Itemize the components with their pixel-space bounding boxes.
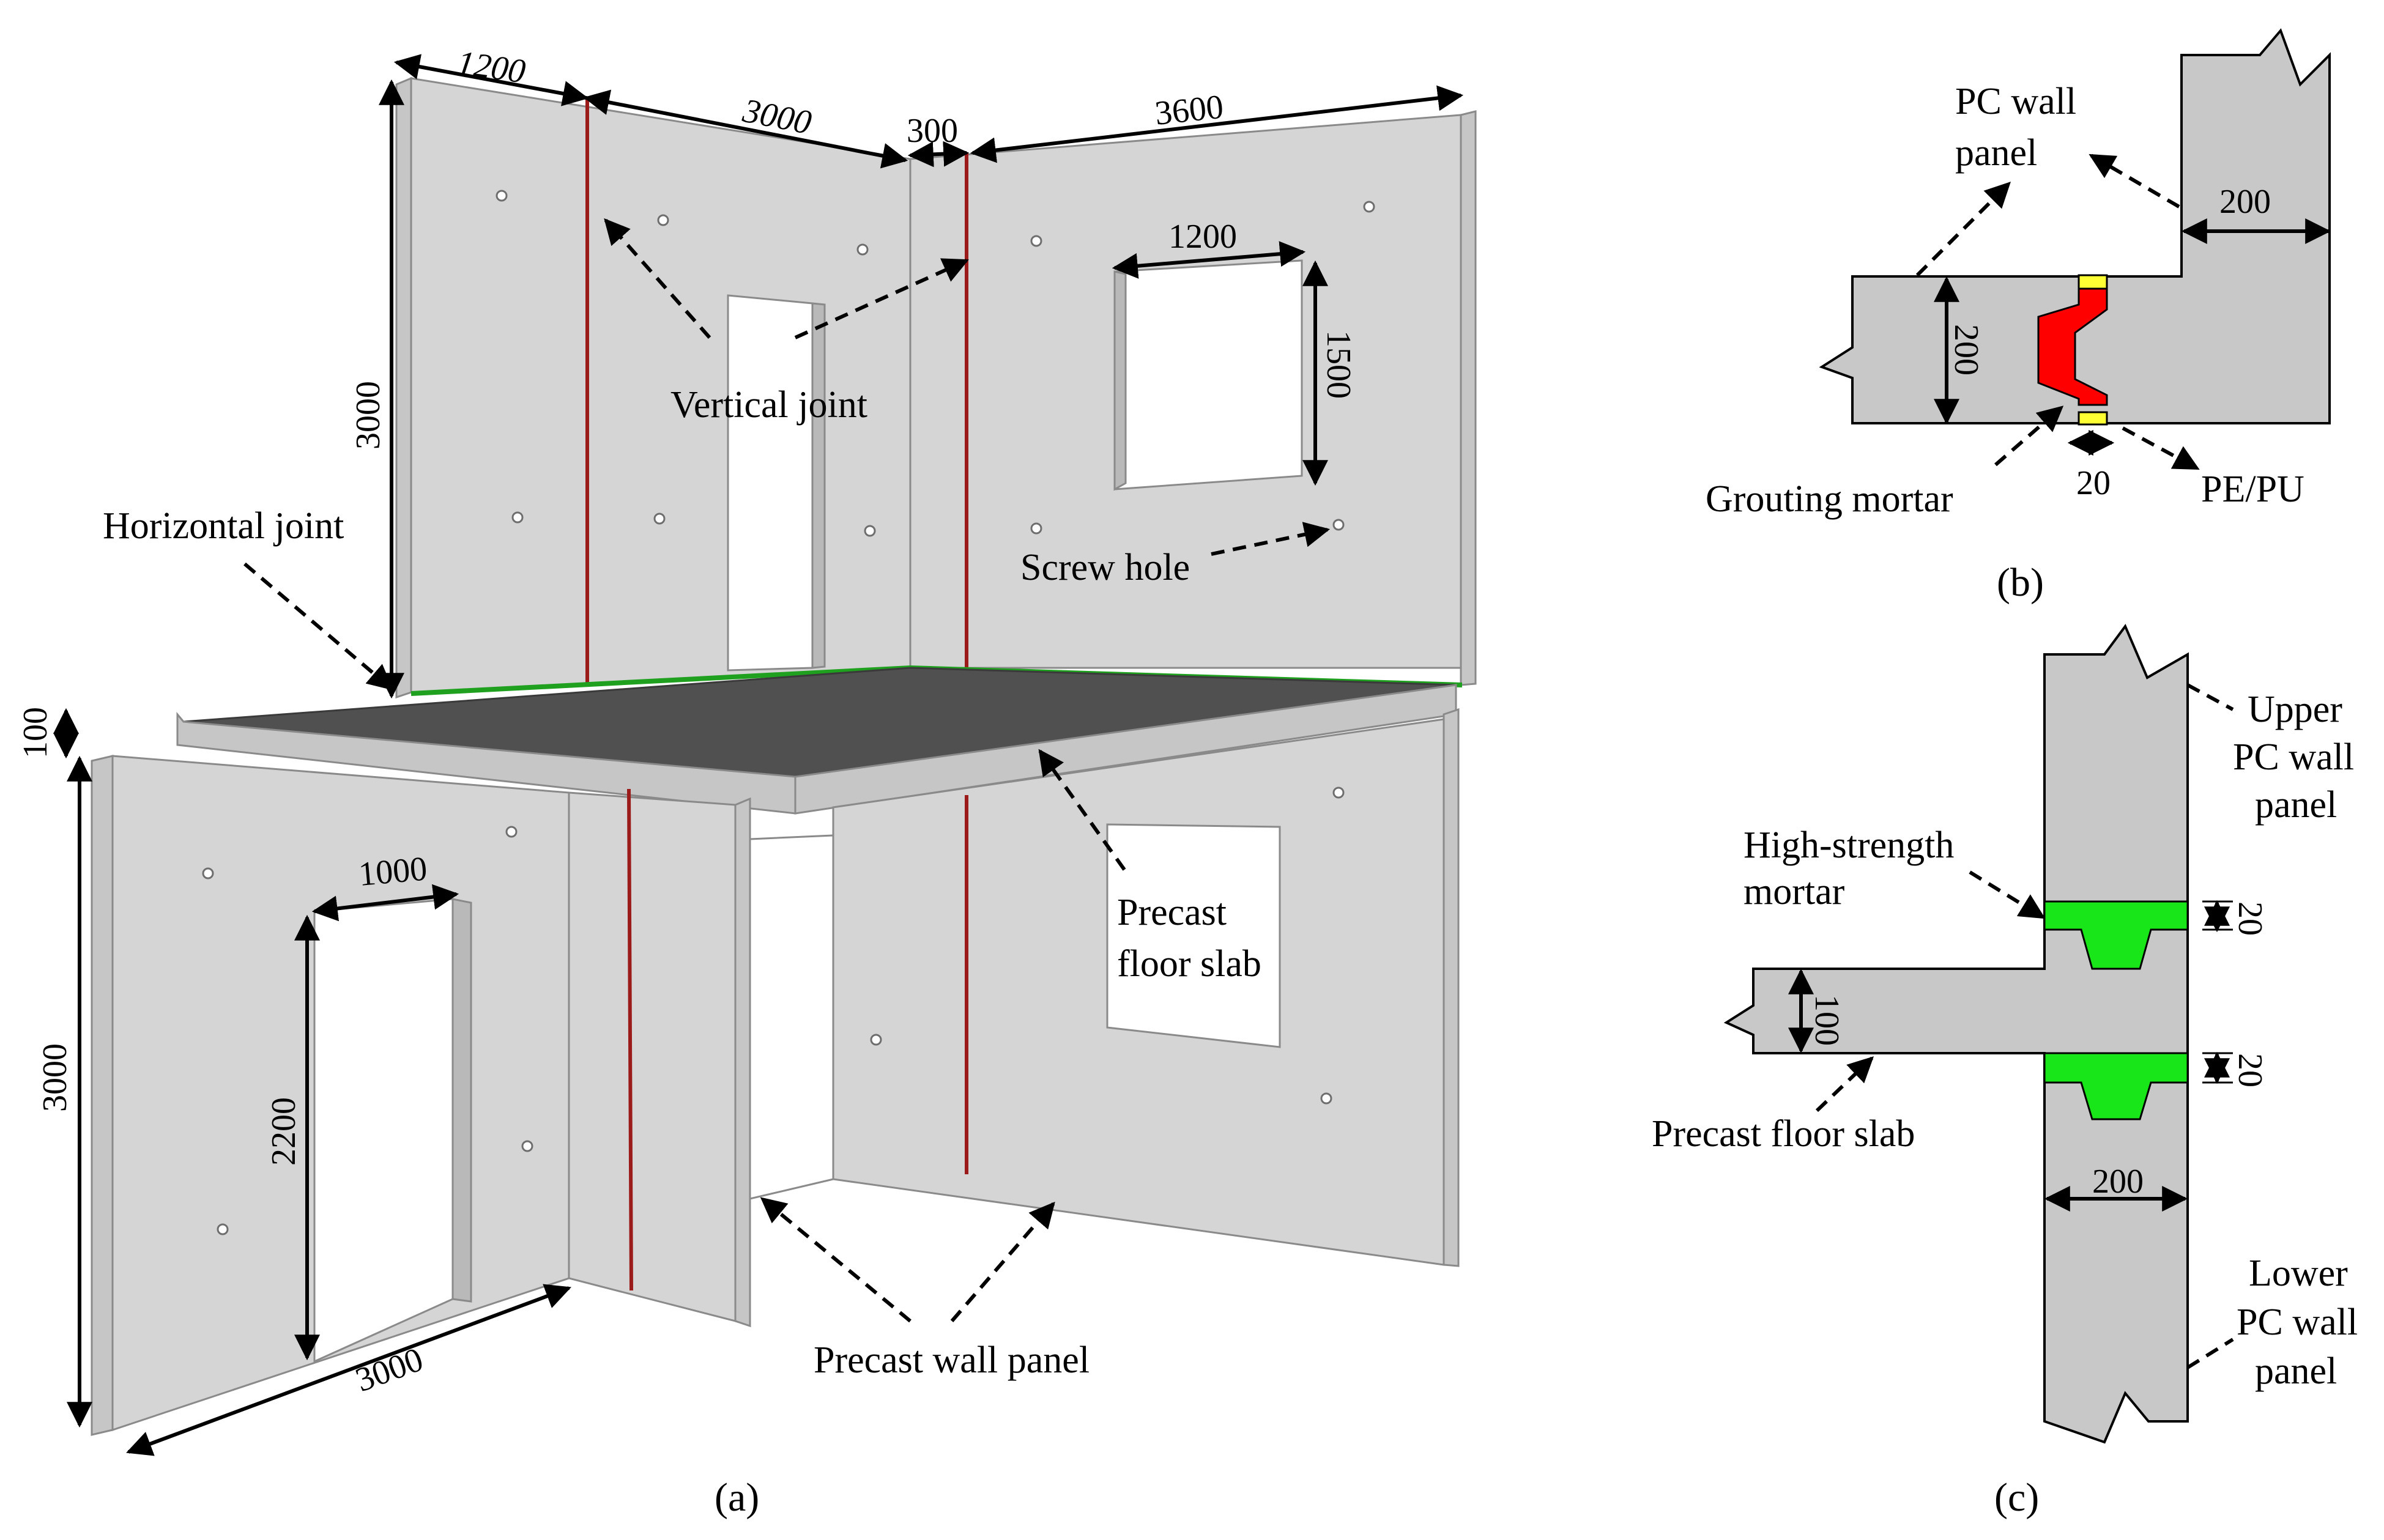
label-b-pc-wall-1: PC wall: [1955, 81, 2076, 122]
label-horizontal-joint: Horizontal joint: [103, 505, 344, 547]
dim-line-window-width: [1112, 241, 1306, 279]
lower-left-wall: [91, 755, 570, 1436]
upper-right-wall: [909, 110, 1477, 686]
label-c-upper-1: Upper: [2248, 689, 2342, 730]
caption-b: (b): [1997, 560, 2044, 605]
dim-3000-upper-height: 3000: [349, 381, 387, 450]
label-c-mortar-2: mortar: [1743, 871, 1845, 913]
section-c-wall: [1723, 624, 2189, 1444]
dim-door-width: 1000: [357, 850, 429, 894]
dim-c-20-top: 20: [2231, 901, 2269, 936]
section-b-sealant-bottom: [2078, 411, 2108, 426]
section-b-grout: [2037, 286, 2108, 406]
dim-line-door-width: [311, 884, 459, 922]
dim-slab-thickness: 100: [17, 707, 54, 758]
dim-300-top: 300: [907, 112, 958, 150]
label-floor-slab-1: Precast: [1117, 892, 1227, 933]
label-screw-hole: Screw hole: [1020, 547, 1190, 588]
label-c-lower-1: Lower: [2249, 1253, 2348, 1294]
label-c-lower-2: PC wall: [2237, 1301, 2358, 1343]
dim-3600-top: 3600: [1153, 88, 1225, 133]
label-c-lower-3: panel: [2255, 1350, 2337, 1392]
dim-c-20-bottom: 20: [2231, 1053, 2269, 1087]
label-c-slab: Precast floor slab: [1652, 1113, 1915, 1155]
dim-c-100: 100: [1808, 994, 1846, 1046]
dim-line-1200-top: [393, 54, 589, 106]
dim-window-width: 1200: [1168, 218, 1237, 256]
panel-b-vertical-joint-section: 200 200 20 PC wall panel Grouting mortar…: [1706, 28, 2331, 605]
dim-door-height: 2200: [265, 1097, 303, 1166]
panel-a-leaders: [243, 218, 1331, 1323]
caption-c: (c): [1994, 1475, 2039, 1520]
dim-window-height: 1500: [1320, 330, 1357, 399]
dim-b-200h: 200: [2219, 183, 2271, 221]
dim-line-300-top: [907, 141, 970, 168]
dim-b-200v: 200: [1947, 324, 1985, 376]
dim-c-200: 200: [2092, 1163, 2144, 1201]
section-c-mortar-bottom: [2043, 1052, 2189, 1120]
caption-a: (a): [715, 1475, 759, 1520]
dim-line-3000-bottom: [126, 1284, 571, 1456]
panel-a-isometric-view: 1200 3000 300 3600 3000 1200 1500 100 30…: [17, 43, 1477, 1520]
panel-c-leaders: [1815, 683, 2234, 1369]
label-b-grouting-mortar: Grouting mortar: [1706, 478, 1953, 520]
screw-holes: [202, 190, 1375, 1235]
dim-line-3600-top: [970, 85, 1464, 163]
label-b-pe-pu: PE/PU: [2201, 468, 2304, 510]
label-c-mortar-1: High-strength: [1743, 824, 1954, 866]
label-b-pc-wall-2: panel: [1955, 132, 2037, 174]
dim-1200-top: 1200: [455, 43, 528, 91]
dim-b-20: 20: [2076, 464, 2111, 502]
section-b-sealant-top: [2078, 274, 2108, 290]
label-precast-wall-panel: Precast wall panel: [814, 1339, 1090, 1381]
panel-b-leaders: [1915, 154, 2200, 470]
panel-c-horizontal-joint-section: 20 20 100 200 Upper PC wall panel High-s…: [1652, 624, 2358, 1520]
lower-right-wall: [568, 708, 1460, 1328]
label-c-upper-2: PC wall: [2233, 736, 2354, 778]
dim-3000-lower-height: 3000: [36, 1043, 74, 1112]
vertical-joint-lower-left: [627, 788, 633, 1291]
section-c-mortar-top: [2043, 900, 2189, 970]
dim-line-3000-top: [583, 89, 908, 169]
upper-left-wall: [395, 76, 912, 699]
label-vertical-joint: Vertical joint: [670, 384, 867, 426]
label-c-upper-3: panel: [2255, 784, 2337, 826]
label-floor-slab-2: floor slab: [1117, 943, 1261, 985]
dim-3000-bottom: 3000: [351, 1341, 428, 1400]
